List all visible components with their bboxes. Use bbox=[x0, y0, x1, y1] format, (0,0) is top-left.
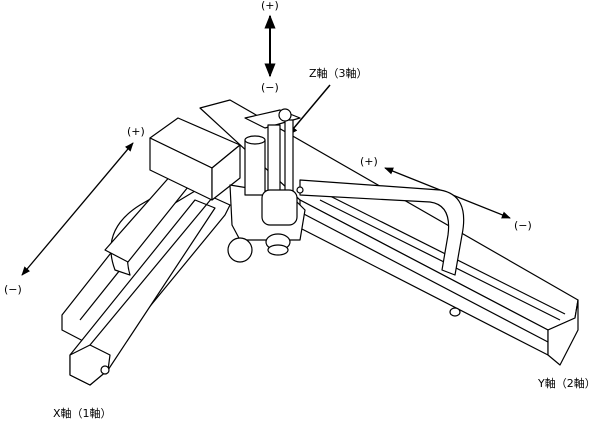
z-minus-label: (−) bbox=[261, 81, 279, 94]
x-minus-label: (−) bbox=[4, 283, 22, 296]
x-axis-unit bbox=[61, 164, 231, 386]
z-plus-label: (+) bbox=[261, 0, 279, 12]
y-axis-label: Y軸（2軸） bbox=[538, 377, 596, 390]
y-plus-label: (+) bbox=[360, 155, 378, 168]
z-axis-unit bbox=[227, 108, 306, 263]
z-axis-leader bbox=[287, 84, 331, 136]
y-axis-unit bbox=[199, 99, 579, 366]
y-minus-label: (−) bbox=[514, 219, 532, 232]
motor-block bbox=[149, 117, 241, 201]
x-axis-label: X軸（1軸） bbox=[53, 407, 112, 420]
x-plus-label: (+) bbox=[127, 125, 145, 138]
z-axis-label: Z軸（3軸） bbox=[309, 67, 368, 80]
x-motion-arrow bbox=[21, 142, 134, 276]
